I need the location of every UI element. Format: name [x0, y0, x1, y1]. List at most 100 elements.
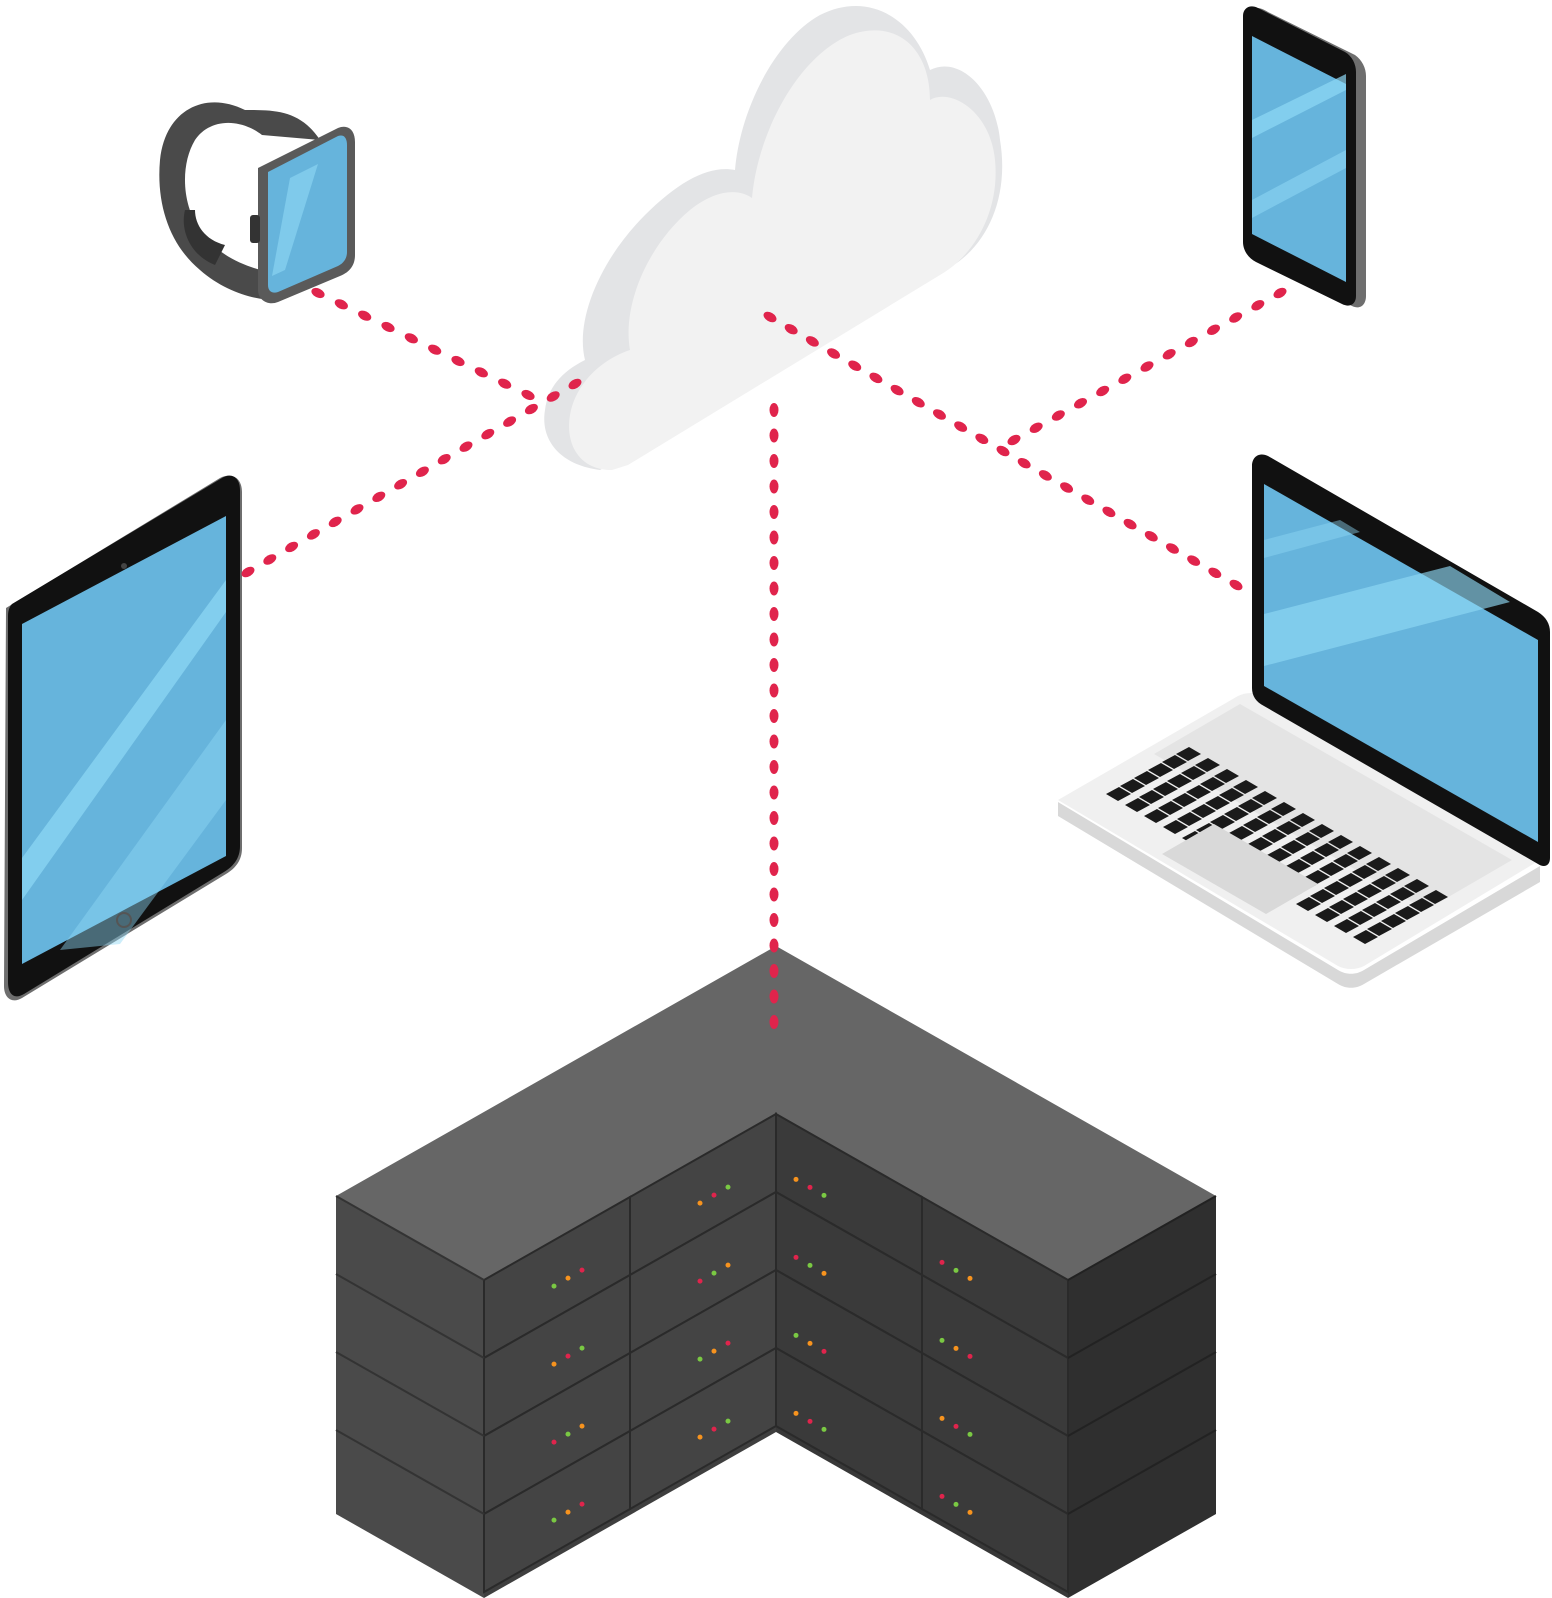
laptop-base-edge	[1058, 802, 1540, 988]
watch-screen-highlight	[272, 164, 318, 276]
keyboard-key	[1224, 807, 1249, 821]
status-led	[953, 1267, 959, 1273]
cloud-icon	[544, 6, 1003, 471]
connection-cloud-server	[769, 989, 779, 1004]
connection-cloud-server	[769, 913, 779, 927]
server-seam	[335, 1429, 485, 1515]
watch-band-inner	[183, 210, 225, 265]
connection-phone-cloud	[1007, 434, 1021, 446]
connection-cloud-server	[769, 581, 779, 596]
keyboard-key	[1357, 884, 1382, 898]
status-led	[967, 1431, 973, 1437]
connection-watch-cloud	[334, 299, 348, 310]
keyboard-key	[1219, 788, 1244, 802]
keyboard-key	[1295, 832, 1320, 846]
connection-cloud-server	[769, 556, 779, 570]
status-led	[793, 1332, 799, 1338]
status-led	[821, 1348, 827, 1354]
keyboard-key	[1106, 787, 1131, 801]
server-unit	[921, 1429, 1069, 1594]
keyboard-key	[1186, 785, 1211, 799]
keyboard-key	[1243, 818, 1268, 832]
status-led	[939, 1415, 945, 1421]
connection-watch-cloud	[451, 355, 465, 367]
server-seam	[335, 1195, 485, 1281]
keyboard-key	[1134, 771, 1159, 785]
connection-phone-cloud	[1206, 324, 1221, 335]
keyboard-key	[1205, 796, 1230, 810]
status-led	[579, 1501, 585, 1507]
connection-tablet-cloud	[481, 428, 495, 440]
connection-cloud-server	[769, 683, 779, 698]
connection-watch-cloud	[358, 310, 372, 321]
connection-cloud-server	[769, 428, 779, 443]
status-led	[807, 1262, 813, 1268]
status-led	[725, 1184, 731, 1190]
status-led	[697, 1356, 703, 1362]
connection-phone-cloud	[1184, 336, 1198, 348]
connection-cloud-server	[769, 836, 779, 851]
connection-laptop-cloud	[975, 433, 989, 445]
connection-phone-cloud	[1051, 410, 1065, 421]
connection-phone-cloud	[1096, 385, 1110, 397]
status-led	[711, 1192, 717, 1198]
connection-watch-cloud	[498, 378, 512, 389]
status-led	[807, 1340, 813, 1346]
connection-cloud-server	[769, 785, 779, 800]
keyboard-key	[1191, 804, 1216, 818]
keyboard-key	[1139, 790, 1164, 804]
server-seam	[335, 1273, 485, 1359]
status-led	[565, 1275, 571, 1281]
laptop-keyboard	[1154, 704, 1512, 910]
connection-laptop-cloud	[1144, 531, 1158, 542]
status-led	[579, 1267, 585, 1273]
status-led	[821, 1270, 827, 1276]
keyboard-key	[1315, 908, 1340, 922]
laptop-screen-highlight	[1264, 566, 1510, 666]
status-led	[551, 1283, 557, 1289]
keyboard-key	[1310, 889, 1335, 903]
status-led	[725, 1262, 731, 1268]
laptop-screen-highlight-2	[1264, 520, 1360, 558]
connection-laptop-cloud	[911, 397, 925, 408]
keyboard-key	[1381, 914, 1406, 928]
connection-tablet-cloud	[372, 491, 386, 503]
connection-tablet-cloud	[306, 529, 320, 540]
connection-laptop-cloud	[954, 421, 968, 432]
keyboard-key	[1390, 887, 1415, 901]
keyboard-key	[1167, 774, 1192, 788]
connection-cloud-server	[769, 454, 779, 468]
keyboard-key	[1352, 865, 1377, 879]
keyboard-key	[1172, 793, 1197, 807]
status-led	[967, 1509, 973, 1515]
keyboard-key	[1309, 824, 1334, 838]
connection-cloud-server	[769, 479, 779, 494]
keyboard-key	[1395, 906, 1420, 920]
connection-laptop-cloud	[784, 323, 798, 335]
connection-phone-cloud	[1140, 361, 1154, 372]
status-led	[793, 1410, 799, 1416]
status-led	[939, 1259, 945, 1265]
keyboard-key	[1324, 881, 1349, 895]
cloud-front	[569, 30, 996, 470]
status-led	[711, 1348, 717, 1354]
status-led	[697, 1200, 703, 1206]
connection-watch-cloud	[381, 321, 395, 333]
status-led	[967, 1353, 973, 1359]
keyboard-key	[1153, 782, 1178, 796]
connection-laptop-cloud	[1123, 518, 1137, 530]
keyboard-key	[1404, 879, 1429, 893]
connection-cloud-server	[769, 658, 779, 672]
keyboard-key	[1262, 829, 1287, 843]
connection-phone-cloud	[1029, 422, 1043, 433]
connection-cloud-server	[769, 811, 779, 825]
keyboard-key	[1347, 846, 1372, 860]
connection-phone-cloud	[1073, 398, 1088, 409]
status-led	[711, 1426, 717, 1432]
status-led	[953, 1501, 959, 1507]
connection-laptop-cloud	[1165, 543, 1179, 554]
keyboard-key	[1338, 873, 1363, 887]
keyboard-key	[1362, 903, 1387, 917]
keyboard-key	[1348, 911, 1373, 925]
